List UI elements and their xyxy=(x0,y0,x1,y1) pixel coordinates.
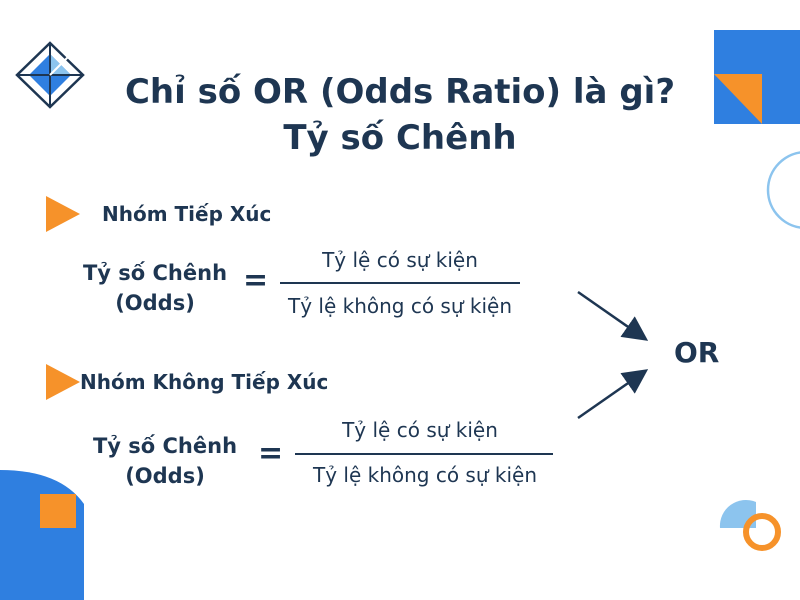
arrow-icon xyxy=(577,290,649,341)
fraction-numerator: Tỷ lệ có sự kiện xyxy=(342,418,498,442)
cycle-icon xyxy=(719,499,781,551)
odds-label-line2: (Odds) xyxy=(115,291,195,315)
odds-label-line2: (Odds) xyxy=(125,464,205,488)
odds-label-line1: Tỷ số Chênh xyxy=(82,261,228,285)
equals-sign: = xyxy=(243,263,269,298)
arrow-icon xyxy=(577,369,649,420)
fraction-bar xyxy=(295,453,553,455)
arrows-to-or xyxy=(577,290,649,420)
group-heading-exposed: Nhóm Tiếp Xúc xyxy=(46,196,271,232)
diamond-logo-icon xyxy=(15,41,85,109)
triangle-bullet-icon xyxy=(46,196,80,232)
equals-sign: = xyxy=(258,436,284,471)
odds-label: Tỷ số Chênh (Odds) xyxy=(70,258,240,318)
fraction-bar xyxy=(280,282,520,284)
fraction-numerator: Tỷ lệ có sự kiện xyxy=(322,248,478,272)
fraction-denominator: Tỷ lệ không có sự kiện xyxy=(287,294,512,318)
odds-label: Tỷ số Chênh (Odds) xyxy=(80,431,250,491)
fraction-denominator: Tỷ lệ không có sự kiện xyxy=(312,463,537,487)
triangle-bullet-icon xyxy=(46,364,80,400)
or-result: OR xyxy=(674,336,720,369)
page-title: Chỉ số OR (Odds Ratio) là gì? xyxy=(124,72,676,112)
corner-shape-icon xyxy=(714,30,800,124)
group-heading-unexposed: Nhóm Không Tiếp Xúc xyxy=(46,364,328,400)
group-heading-text: Nhóm Không Tiếp Xúc xyxy=(80,370,329,394)
ring-icon xyxy=(766,151,800,229)
page-subtitle: Tỷ số Chênh xyxy=(283,118,517,158)
corner-shape-icon xyxy=(0,470,84,600)
odds-label-line1: Tỷ số Chênh xyxy=(92,434,238,458)
group-heading-text: Nhóm Tiếp Xúc xyxy=(102,202,272,226)
